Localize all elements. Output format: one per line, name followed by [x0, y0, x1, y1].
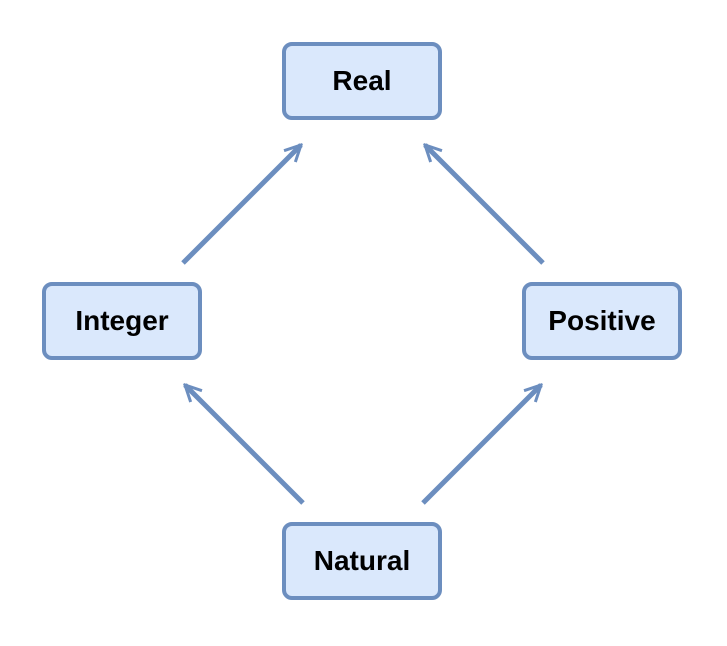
edge-positive-to-real	[425, 145, 545, 265]
node-real[interactable]: Real	[282, 42, 442, 120]
node-real-label: Real	[332, 65, 392, 96]
node-positive[interactable]: Positive	[522, 282, 682, 360]
node-natural[interactable]: Natural	[282, 522, 442, 600]
edge-integer-to-real	[181, 145, 301, 265]
node-integer[interactable]: Integer	[42, 282, 202, 360]
node-natural-label: Natural	[313, 545, 411, 576]
edge-natural-to-positive	[421, 385, 541, 505]
node-positive-label: Positive	[548, 305, 656, 336]
edge-natural-to-integer	[185, 385, 305, 505]
node-integer-label: Integer	[75, 305, 169, 336]
